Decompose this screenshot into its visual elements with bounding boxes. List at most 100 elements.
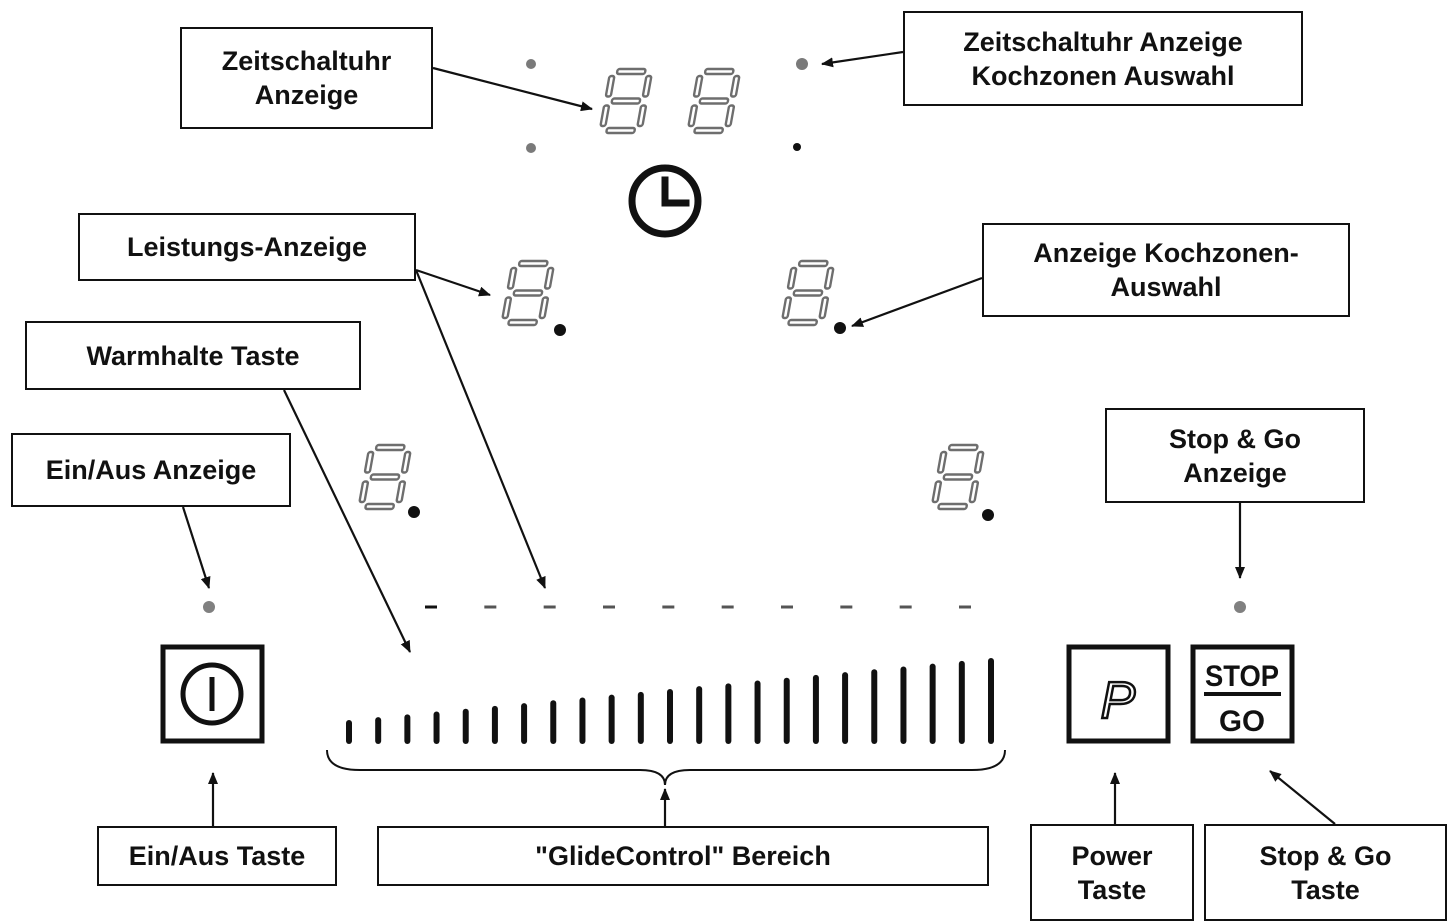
digit-segment [636,104,648,128]
power-digit-rear-right [931,443,985,511]
arrow-stop-go-key [1269,770,1336,825]
timer-dot-top-left [526,59,536,69]
digit-segment [698,97,730,105]
digit-segment [931,480,943,504]
power-digit-front-right [781,259,835,327]
digit-segment [729,74,741,98]
digit-segment [374,443,406,452]
digit-segment [968,480,980,504]
slider-bar[interactable] [375,717,382,744]
slider-bar[interactable] [521,703,528,744]
power-digit-rear-left [358,443,412,511]
digit-segment [797,259,829,268]
arrow-power-display-1 [415,268,491,297]
slider-bar[interactable] [462,708,469,744]
digit-segment [364,502,395,511]
digit-segment [501,296,513,320]
arrow-timer-display [432,66,593,112]
digit-segment [604,74,616,98]
digit-segment [973,450,985,474]
zone-dot-rear-right [982,509,994,521]
power-button[interactable]: P [1066,644,1171,744]
digit-segment [942,473,974,481]
digit-segment [687,104,699,128]
slider-bar[interactable] [404,714,411,744]
stop-go-button[interactable]: STOP GO [1190,644,1295,744]
arrow-timer-zone [821,50,904,68]
digit-segment [543,266,555,290]
timer-digit-1 [599,67,653,135]
slider-bar[interactable] [900,666,907,744]
label-stop-go-key: Stop & Go Taste [1204,824,1447,921]
digit-segment [400,450,412,474]
digit-segment [369,473,401,481]
slider-bar[interactable] [725,683,732,744]
digit-segment [615,67,647,76]
digit-segment [605,126,636,135]
slider-bar[interactable] [667,689,673,744]
arrow-keep-warm [283,389,411,653]
digit-segment [395,480,407,504]
slider-bar[interactable] [958,660,965,744]
go-key-text: GO [1219,705,1265,738]
digit-segment [538,296,550,320]
power-symbol-icon [180,662,244,726]
arrow-power-display-2 [414,269,547,589]
digit-segment [947,443,979,452]
slider-bar[interactable] [783,677,790,744]
clock-icon [628,164,702,238]
on-off-button[interactable] [160,644,265,744]
slider-bar[interactable] [608,694,615,744]
power-key-glyph: P [1101,672,1136,730]
digit-segment [787,318,818,327]
leader-arrows [181,50,1336,826]
arrow-zone-select [851,276,983,328]
digit-segment [786,266,798,290]
zone-dot-front-right [834,322,846,334]
digit-segment [792,289,824,297]
on-off-indicator [203,601,215,613]
slider-bar[interactable] [491,705,498,744]
timer-dot-bottom-right [793,143,801,151]
zone-dot-front-left [554,324,566,336]
glidecontrol-brace [326,749,1006,786]
slider-bar[interactable] [842,672,849,744]
slider-bar[interactable] [433,711,440,744]
slider-bar[interactable] [871,669,878,744]
digit-segment [818,296,830,320]
label-power-display: Leistungs-Anzeige [78,213,416,281]
slider-bar[interactable] [550,700,557,744]
label-keep-warm-key: Warmhalte Taste [25,321,361,390]
label-zone-select-display: Anzeige Kochzonen- Auswahl [982,223,1350,317]
stop-go-indicator [1234,601,1246,613]
digit-segment [693,126,724,135]
slider-bar[interactable] [579,697,586,744]
digit-segment [823,266,835,290]
digit-segment [363,450,375,474]
digit-segment [724,104,736,128]
slider-bar[interactable] [929,663,936,744]
label-timer-zone-select: Zeitschaltuhr Anzeige Kochzonen Auswahl [903,11,1303,106]
stop-key-text: STOP [1205,660,1279,693]
digit-segment [781,296,793,320]
slider-bar[interactable] [812,674,819,744]
digit-segment [937,502,968,511]
slider-bar[interactable] [754,680,761,744]
slider-bar[interactable] [988,658,994,744]
timer-digit-2 [687,67,741,135]
slider-bar[interactable] [346,720,352,744]
label-glidecontrol-area: "GlideControl" Bereich [377,826,989,886]
label-timer-display: Zeitschaltuhr Anzeige [180,27,433,129]
glidecontrol-slider[interactable] [346,658,994,744]
arrow-on-off-display [181,506,211,589]
label-power-key: Power Taste [1030,824,1194,921]
digit-segment [517,259,549,268]
slider-bar[interactable] [696,686,703,744]
timer-dot-bottom-left [526,143,536,153]
slider-bar[interactable] [637,691,644,744]
digit-segment [703,67,735,76]
digit-segment [641,74,653,98]
digit-segment [599,104,611,128]
